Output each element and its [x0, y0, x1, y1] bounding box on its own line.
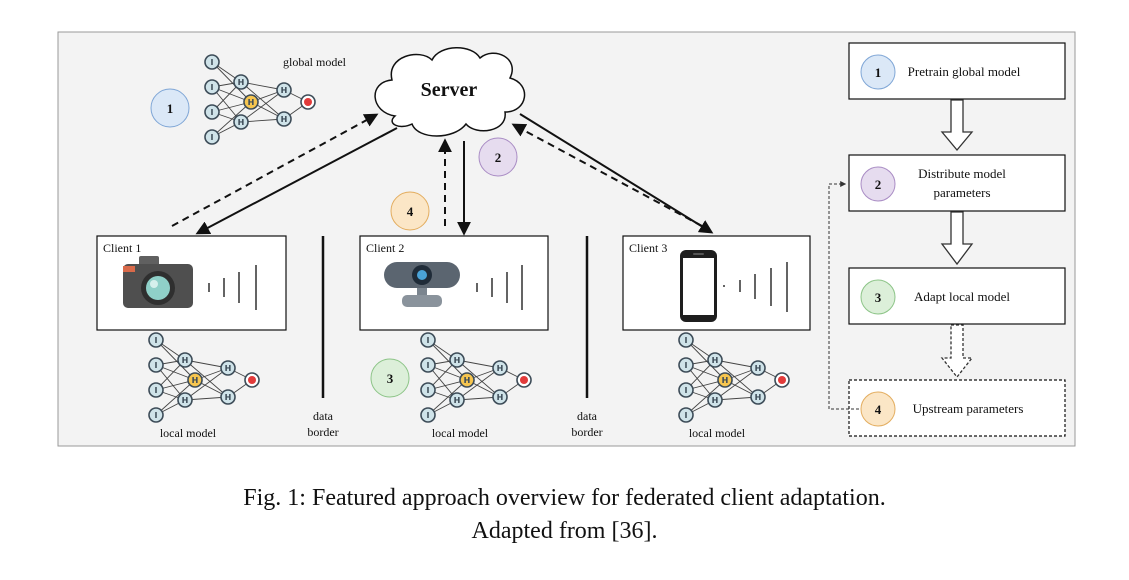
step-box-4: 4 Upstream parameters [848, 379, 1066, 437]
local-model-label-2: local model [432, 426, 489, 440]
client-1-label: Client 1 [103, 241, 141, 255]
client-1-box: Client 1 [96, 235, 287, 331]
step-marker-1: 1 [150, 88, 190, 128]
svg-text:3: 3 [875, 290, 882, 305]
client-3-box: Client 3 [622, 235, 811, 331]
local-model-label-1: local model [160, 426, 217, 440]
client-3-label: Client 3 [629, 241, 667, 255]
step-box-3: 3 Adapt local model [848, 267, 1066, 325]
step-box-2: 2 Distribute model parameters [848, 154, 1066, 212]
arrow-upload-client-1 [171, 113, 379, 227]
svg-text:4: 4 [875, 402, 882, 417]
step-2-label-line2: parameters [933, 185, 990, 200]
data-border-label-2-line1: data [577, 409, 598, 423]
svg-text:1: 1 [875, 65, 882, 80]
svg-text:2: 2 [495, 150, 502, 165]
svg-text:3: 3 [387, 371, 394, 386]
step-marker-3: 3 [370, 358, 410, 398]
local-model-label-3: local model [689, 426, 746, 440]
arrow-distribute-client-1 [195, 127, 398, 235]
arrow-distribute-client-3 [519, 113, 714, 234]
data-border-label-1-line1: data [313, 409, 334, 423]
step-1-label: Pretrain global model [908, 64, 1021, 79]
global-model-label: global model [283, 55, 347, 69]
flow-arrow-3-4 [940, 324, 974, 379]
caption-line-1: Fig. 1: Featured approach overview for f… [243, 485, 886, 511]
signal-bars-client-3 [723, 262, 788, 312]
webcam-icon [384, 262, 460, 307]
figure: IIII HHH HH global model 1 Server 2 4 Cl… [57, 31, 1076, 447]
step-marker-2: 2 [478, 137, 518, 177]
client-2-box: Client 2 [359, 235, 549, 331]
step-2-label-line1: Distribute model [918, 166, 1006, 181]
data-border-label-2-line2: border [571, 425, 602, 439]
smartphone-icon [680, 250, 717, 322]
caption-line-2: Adapted from [36]. [471, 518, 658, 544]
feedback-loop-arrow [828, 181, 859, 410]
signal-bars-client-1 [208, 265, 257, 310]
svg-text:1: 1 [167, 101, 174, 116]
step-4-label: Upstream parameters [913, 401, 1024, 416]
step-3-label: Adapt local model [914, 289, 1010, 304]
data-border-label-1-line2: border [307, 425, 338, 439]
signal-bars-client-2 [476, 265, 523, 310]
flow-arrow-2-3 [940, 211, 974, 266]
step-box-1: 1 Pretrain global model [848, 42, 1066, 100]
camera-icon [123, 256, 193, 308]
flow-arrow-1-2 [940, 99, 974, 152]
svg-text:2: 2 [875, 177, 882, 192]
svg-text:4: 4 [407, 204, 414, 219]
step-marker-4: 4 [390, 191, 430, 231]
client-2-label: Client 2 [366, 241, 404, 255]
figure-caption: Fig. 1: Featured approach overview for f… [0, 482, 1129, 548]
server-label: Server [421, 79, 478, 101]
server-cloud: Server [374, 47, 526, 137]
